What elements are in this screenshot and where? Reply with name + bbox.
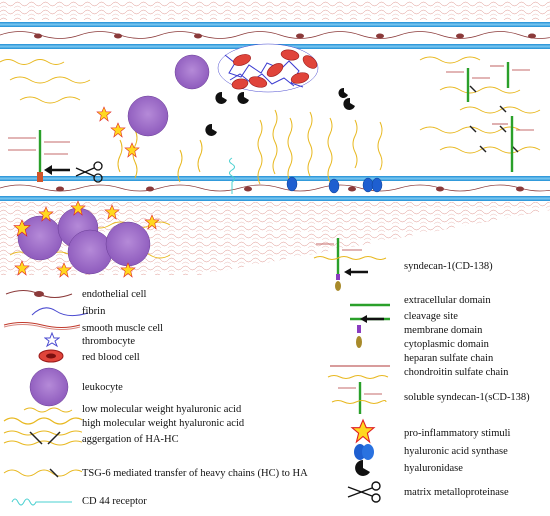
legend-membrane-domain: membrane domain [404, 325, 483, 336]
chondroitin-sulfate-icon [326, 368, 396, 386]
legend-endothelial-cell: endothelial cell [82, 289, 147, 300]
legend-soluble-syndecan: soluble syndecan-1(sCD-138) [404, 392, 530, 403]
top-tissue-layer [0, 0, 550, 20]
lumen-syndecans [38, 62, 514, 176]
legend-lmw-ha: low molecular weight hyaluronic acid [82, 404, 242, 415]
legend-cd44: CD 44 receptor [82, 496, 147, 507]
ha-hc-icon [2, 428, 85, 453]
cd44-icon [8, 494, 80, 515]
legend-hmw-ha: high molecular weight hyaluronic acid [82, 418, 245, 429]
legend-hyaluronidase: hyaluronidase [404, 463, 463, 474]
bottom-endothelium [0, 176, 550, 201]
legend-leukocyte: leukocyte [82, 382, 123, 393]
mmp-scissors [75, 161, 103, 183]
red-blood-cell-icon [36, 348, 66, 369]
tsg6-icon [2, 466, 85, 485]
hyaluronidase-icon [352, 458, 374, 483]
legend-cleavage-site: cleavage site [404, 311, 458, 322]
blood-clot [217, 43, 319, 93]
cleavage-arrow [44, 165, 70, 175]
legend-ha-hc: aggergation of HA-HC [82, 434, 179, 445]
cd44-receptor [229, 157, 235, 194]
legend-heparan-sulfate: heparan sulfate chain [404, 353, 494, 364]
legend-red-blood-cell: red blood cell [82, 352, 140, 363]
soluble-syndecan-icon [330, 380, 390, 421]
legend-thrombocyte: thrombocyte [82, 336, 136, 347]
mmp-icon [344, 480, 384, 509]
hyaluronidase-shapes [205, 87, 355, 136]
lumen-leukocytes [127, 54, 210, 137]
syndecan-membrane-domain [37, 172, 43, 182]
stimuli-icon [350, 418, 376, 449]
thrombocyte-icon [43, 331, 61, 353]
stimuli-stars [13, 106, 160, 278]
legend-ha-synthase: hyaluronic acid synthase [404, 446, 508, 457]
hmw-ha-icon [2, 414, 85, 433]
smooth-muscle-cell-icon [2, 318, 82, 337]
legend-mmp: matrix metalloproteinase [404, 487, 509, 498]
legend-extracellular-domain: extracellular domain [404, 295, 491, 306]
endothelial-cell-icon [4, 287, 74, 306]
heparan-sulfate-icon [330, 356, 390, 374]
membrane-domain-icon [355, 322, 363, 340]
tissue-leukocytes [17, 207, 151, 275]
legend-fibrin: fibrin [82, 306, 106, 317]
legend-chondroitin-sulfate: chondroitin sulfate chain [404, 367, 509, 378]
legend-syndecan: syndecan-1(CD-138) [404, 261, 493, 272]
cleavage-site-icon [350, 311, 390, 329]
syndecan-icon [312, 236, 402, 297]
ha-synthase-shapes [286, 176, 383, 194]
legend-smooth-muscle-cell: smooth muscle cell [82, 323, 164, 334]
legend-stimuli: pro-inflammatory stimuli [404, 428, 511, 439]
ha-hc-marks [469, 85, 519, 153]
leukocyte-icon [28, 366, 70, 413]
extracellular-domain-icon [350, 296, 390, 314]
syndecan-chains [8, 65, 534, 155]
fibrin-icon [30, 303, 90, 324]
cytoplasmic-domain-icon [354, 335, 364, 354]
legend-cytoplasmic-domain: cytoplasmic domain [404, 339, 489, 350]
ha-synthase-icon [352, 442, 376, 467]
blood-vessel-scene [0, 0, 550, 278]
lmw-ha-icon [22, 402, 78, 420]
legend-tsg6: TSG-6 mediated transfer of heavy chains … [82, 468, 308, 479]
